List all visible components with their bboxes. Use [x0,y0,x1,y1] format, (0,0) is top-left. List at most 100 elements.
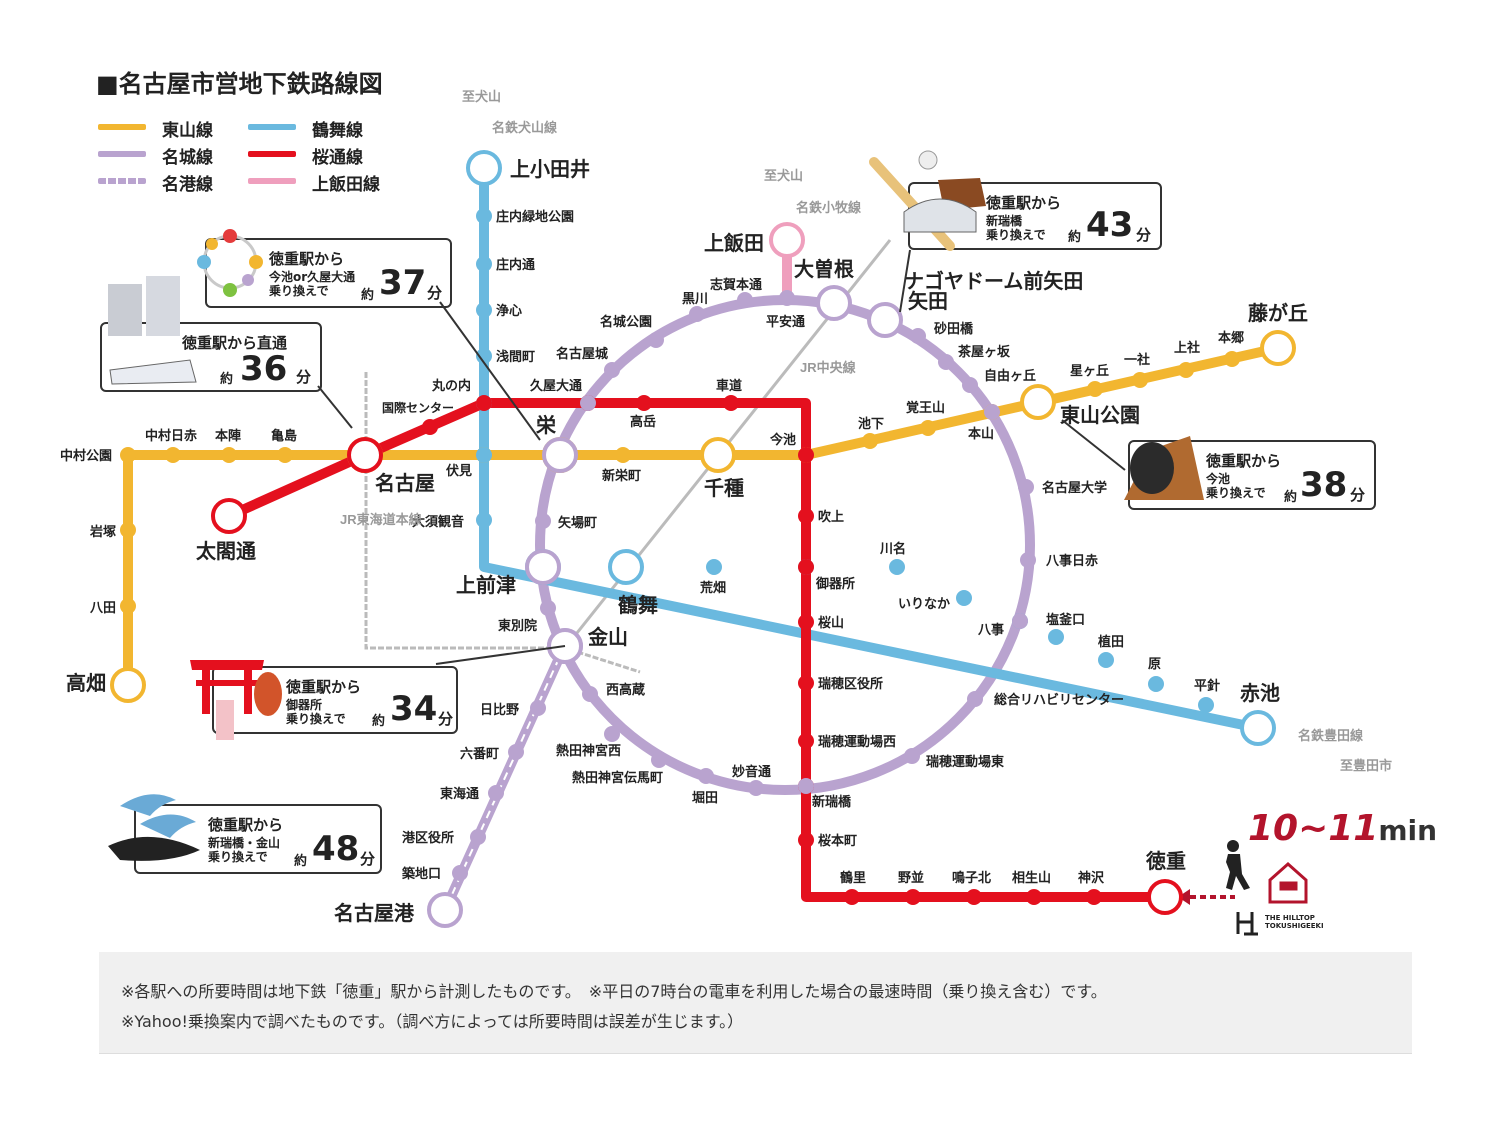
station-marker[interactable] [905,889,921,905]
station-marker[interactable] [604,726,620,742]
station-marker[interactable] [165,447,181,463]
callout-about: 約 [220,372,234,387]
station-marker[interactable] [347,437,383,473]
station-marker[interactable] [476,256,492,272]
legend-label-tsurumai: 鶴舞線 [312,121,363,141]
station-marker[interactable] [798,447,814,463]
station-marker[interactable] [920,420,936,436]
station-marker[interactable] [540,600,556,616]
station-marker[interactable] [1018,479,1034,495]
station-label: 堀田 [692,790,718,805]
station-marker[interactable] [798,675,814,691]
station-marker[interactable] [816,285,852,321]
station-marker[interactable] [967,691,983,707]
station-marker[interactable] [798,508,814,524]
station-marker[interactable] [1198,697,1214,713]
station-marker[interactable] [769,222,805,258]
station-marker[interactable] [706,559,722,575]
station-label: 太閤通 [196,540,256,563]
station-marker[interactable] [476,302,492,318]
station-marker[interactable] [110,667,146,703]
station-marker[interactable] [798,832,814,848]
station-marker[interactable] [120,522,136,538]
station-marker[interactable] [904,748,920,764]
station-marker[interactable] [798,559,814,575]
station-marker[interactable] [956,590,972,606]
station-marker[interactable] [862,433,878,449]
station-marker[interactable] [1178,362,1194,378]
station-marker[interactable] [427,892,463,928]
station-marker[interactable] [798,614,814,630]
station-marker[interactable] [476,208,492,224]
station-marker[interactable] [1026,889,1042,905]
station-marker[interactable] [542,437,578,473]
station-marker[interactable] [910,328,926,344]
station-marker[interactable] [211,498,247,534]
station-label: 浅間町 [496,349,535,364]
station-marker[interactable] [608,549,644,585]
station-marker[interactable] [1260,330,1296,366]
station-marker[interactable] [689,306,705,322]
station-marker[interactable] [700,437,736,473]
station-marker[interactable] [422,419,438,435]
station-marker[interactable] [120,447,136,463]
callout-unit: 分 [360,850,376,868]
station-label: JR東海道本線 [340,512,423,527]
footnote-box: ※各駅への所要時間は地下鉄「徳重」駅から計測したものです。 ※平日の7時台の電車… [99,952,1412,1054]
station-marker[interactable] [889,559,905,575]
station-marker[interactable] [615,447,631,463]
station-marker[interactable] [530,700,546,716]
station-marker[interactable] [779,290,795,306]
station-label: 植田 [1097,634,1124,649]
station-marker[interactable] [1148,676,1164,692]
station-marker[interactable] [984,404,1000,420]
station-marker[interactable] [1147,879,1183,915]
station-marker[interactable] [277,447,293,463]
station-marker[interactable] [221,447,237,463]
station-marker[interactable] [120,598,136,614]
station-marker[interactable] [1224,351,1240,367]
station-marker[interactable] [535,513,551,529]
station-marker[interactable] [547,628,583,664]
station-marker[interactable] [636,395,652,411]
station-marker[interactable] [582,686,598,702]
station-marker[interactable] [1012,613,1028,629]
station-marker[interactable] [580,395,596,411]
station-marker[interactable] [798,778,814,794]
station-marker[interactable] [1048,629,1064,645]
station-marker[interactable] [737,292,753,308]
station-marker[interactable] [1098,652,1114,668]
station-marker[interactable] [938,354,954,370]
station-marker[interactable] [1020,384,1056,420]
station-marker[interactable] [604,362,620,378]
station-label: 御器所 [815,576,855,591]
station-marker[interactable] [966,889,982,905]
station-marker[interactable] [476,447,492,463]
station-marker[interactable] [452,865,468,881]
station-marker[interactable] [962,377,978,393]
station-label: 原 [1148,656,1161,671]
station-marker[interactable] [1020,552,1036,568]
station-marker[interactable] [476,348,492,364]
station-marker[interactable] [525,549,561,585]
station-marker[interactable] [1087,381,1103,397]
station-label: 名古屋城 [556,346,608,361]
station-marker[interactable] [476,395,492,411]
station-marker[interactable] [488,785,504,801]
station-marker[interactable] [508,744,524,760]
station-marker[interactable] [698,768,714,784]
station-marker[interactable] [466,150,502,186]
station-marker[interactable] [748,780,764,796]
station-marker[interactable] [651,752,667,768]
station-marker[interactable] [844,889,860,905]
station-marker[interactable] [1240,710,1276,746]
station-marker[interactable] [867,302,903,338]
station-marker[interactable] [470,829,486,845]
station-marker[interactable] [476,512,492,528]
station-marker[interactable] [1132,372,1148,388]
station-marker[interactable] [723,395,739,411]
station-marker[interactable] [1086,889,1102,905]
station-marker[interactable] [798,733,814,749]
station-label: 港区役所 [402,830,454,845]
station-marker[interactable] [648,332,664,348]
